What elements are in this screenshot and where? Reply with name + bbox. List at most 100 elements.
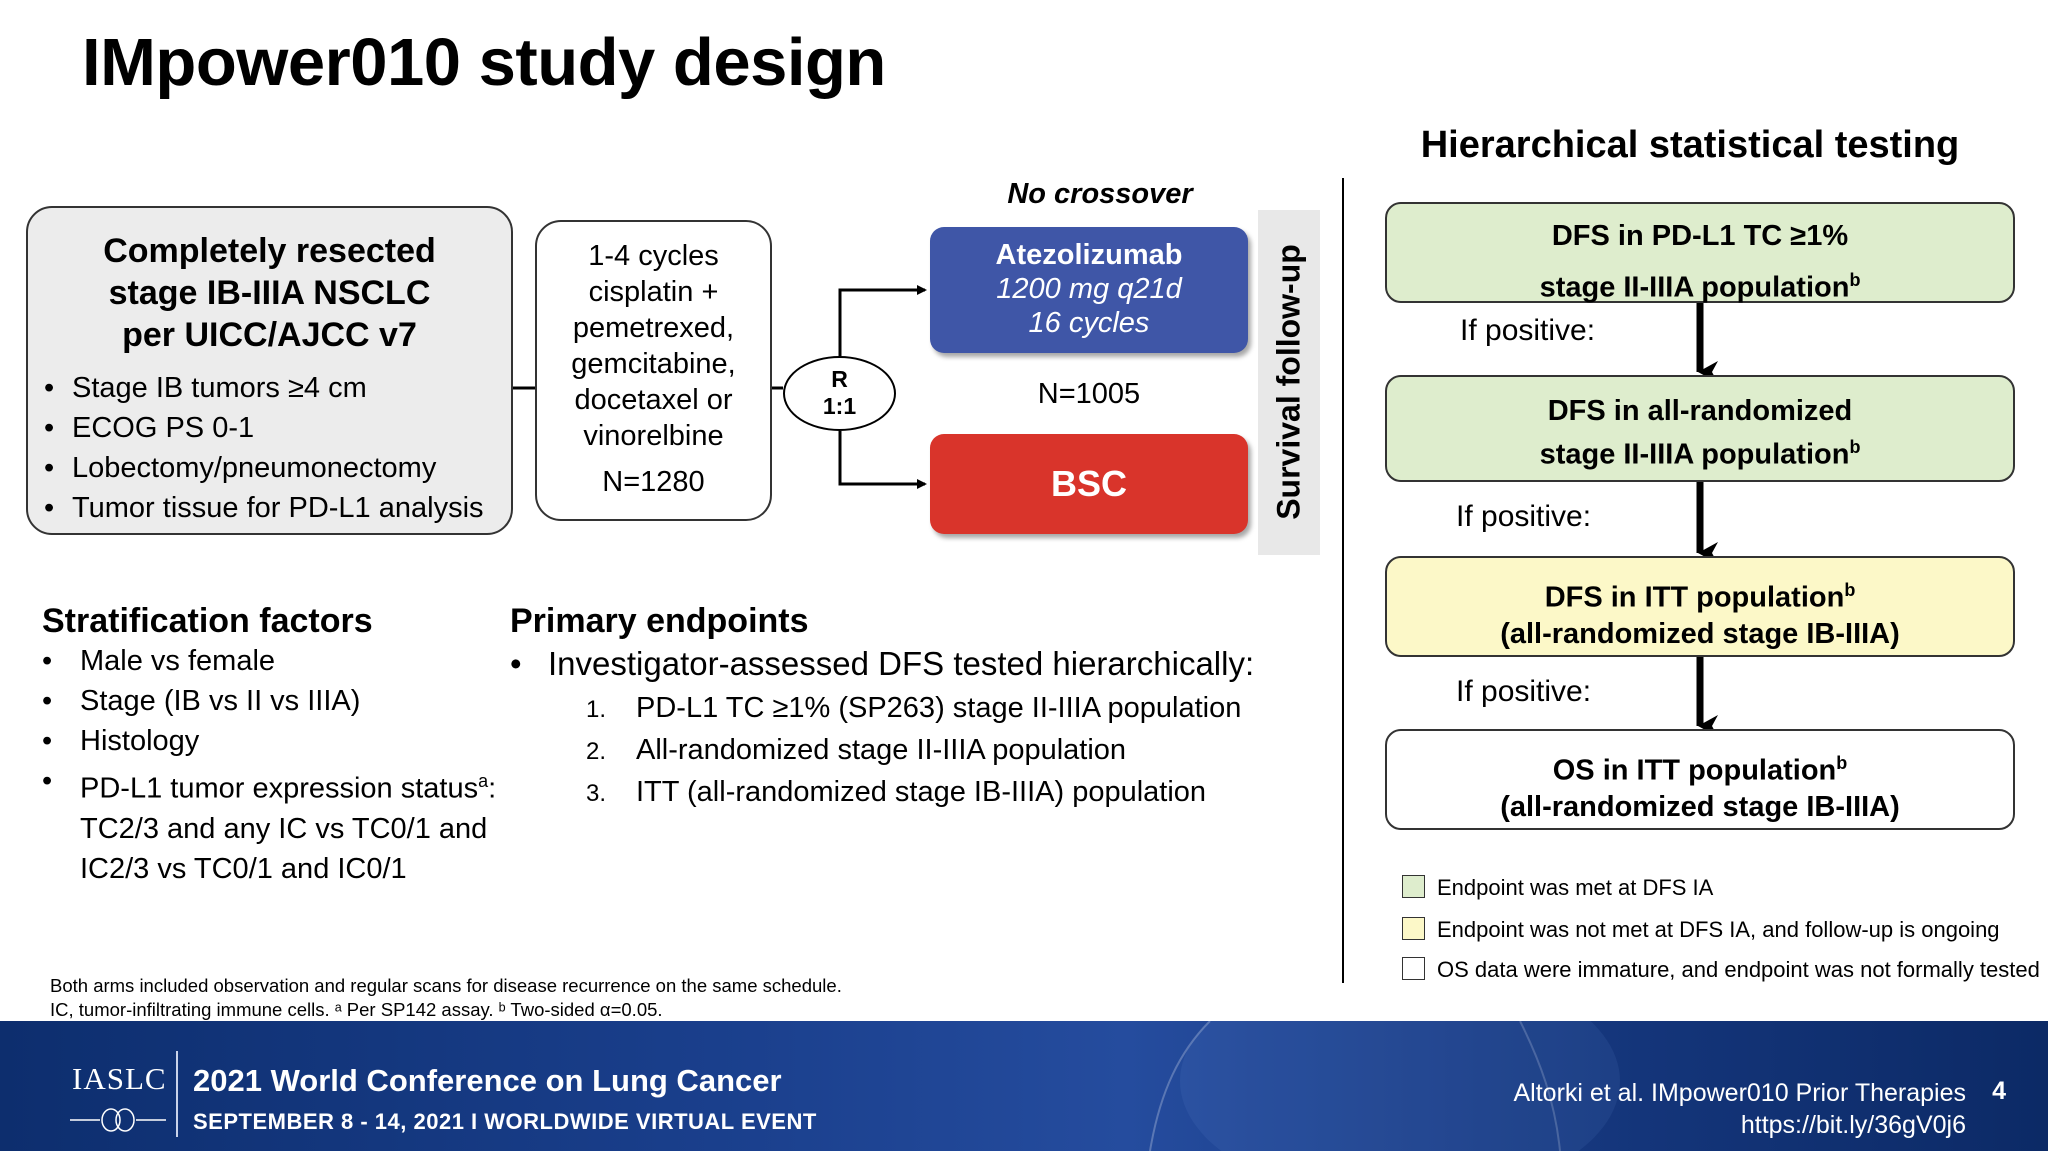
footnotes: Both arms included observation and regul…	[50, 974, 842, 1022]
regimen-line: 1-4 cycles	[588, 240, 719, 272]
conference-banner: IASLC 2021 World Conference on Lung Canc…	[0, 1021, 2048, 1151]
list-item-text: PD-L1 tumor expression status	[80, 772, 479, 805]
if-positive-label: If positive:	[1456, 500, 1592, 533]
list-number: 3.	[586, 780, 607, 807]
atezolizumab-name: Atezolizumab	[995, 239, 1183, 271]
page-title: IMpower010 study design	[82, 25, 886, 100]
arrow-to-bsc	[838, 431, 927, 489]
footnote-line: IC, tumor-infiltrating immune cells. ᵃ P…	[50, 999, 663, 1020]
arrow-to-atezo	[838, 285, 927, 356]
citation-url[interactable]: https://bit.ly/36gV0j6	[1740, 1111, 1966, 1139]
regimen-line: gemcitabine,	[571, 348, 736, 380]
banner-decoration	[1149, 1021, 1620, 1151]
lungs-logo-icon	[70, 1108, 166, 1132]
atezolizumab-dose: 1200 mg q21d	[996, 273, 1182, 305]
footnote-marker: b	[1836, 753, 1848, 773]
list-item-text: All-randomized stage II-IIIA population	[636, 734, 1127, 766]
list-item-continuation: TC2/3 and any IC vs TC0/1 and IC2/3 vs T…	[80, 812, 488, 885]
atezolizumab-arm-box: Atezolizumab 1200 mg q21d 16 cycles	[930, 227, 1248, 353]
hierarchy-box-text: stage II-IIIA population	[1539, 271, 1850, 304]
hierarchy-box-text: DFS in ITT population	[1544, 581, 1845, 614]
list-item: Stage (IB vs II vs IIIA)	[40, 681, 520, 721]
list-item: Male vs female	[40, 641, 520, 681]
list-item-text: ITT (all-randomized stage IB-IIIA) popul…	[636, 776, 1207, 808]
list-number: 1.	[586, 696, 607, 723]
iaslc-logo: IASLC	[72, 1061, 167, 1096]
primary-endpoints-list: 1. PD-L1 TC ≥1% (SP263) stage II-IIIA pop…	[586, 688, 1241, 814]
list-number: 2.	[586, 738, 607, 765]
conference-title: 2021 World Conference on Lung Cancer	[193, 1063, 782, 1098]
conference-subtitle: SEPTEMBER 8 - 14, 2021 I WORLDWIDE VIRTU…	[193, 1109, 817, 1134]
randomization-label: R	[831, 366, 848, 392]
banner-divider	[176, 1051, 178, 1137]
legend-item-not-met: Endpoint was not met at DFS IA, and foll…	[1402, 917, 2000, 943]
no-crossover-label: No crossover	[1007, 178, 1193, 210]
eligibility-title: Completely resected stage IB-IIIA NSCLC …	[28, 230, 511, 356]
list-item-suffix: :	[488, 772, 497, 805]
stratification-list: Male vs female Stage (IB vs II vs IIIA) …	[40, 641, 520, 889]
footnote-marker: b	[1849, 437, 1861, 457]
chemotherapy-regimen: 1-4 cycles cisplatin + pemetrexed, gemci…	[537, 238, 770, 454]
regimen-line: cisplatin +	[588, 276, 719, 308]
stratification-heading: Stratification factors	[42, 602, 373, 640]
hierarchy-box-3: DFS in ITT populationb (all-randomized s…	[1385, 556, 2015, 657]
legend-item-not-tested: OS data were immature, and endpoint was …	[1402, 957, 2040, 983]
eligibility-title-line: per UICC/AJCC v7	[122, 316, 417, 354]
hierarchy-box-line: (all-randomized stage IB-IIIA)	[1500, 790, 1900, 823]
list-item: Histology	[40, 721, 520, 761]
hierarchy-box-4: OS in ITT populationb (all-randomized st…	[1385, 729, 2015, 830]
footnote-marker: b	[1844, 580, 1856, 600]
list-item: 1. PD-L1 TC ≥1% (SP263) stage II-IIIA pop…	[586, 688, 1241, 730]
regimen-line: vinorelbine	[583, 420, 724, 452]
list-item: Stage IB tumors ≥4 cm	[44, 368, 484, 408]
list-item: Tumor tissue for PD-L1 analysis	[44, 488, 484, 528]
list-item: ECOG PS 0-1	[44, 408, 484, 448]
citation-text: Altorki et al. IMpower010 Prior Therapie…	[1513, 1079, 1966, 1107]
list-item: 2. All-randomized stage II-IIIA populatio…	[586, 730, 1241, 772]
regimen-line: docetaxel or	[574, 384, 733, 416]
legend-label: OS data were immature, and endpoint was …	[1437, 957, 2040, 982]
randomization-ratio: 1:1	[822, 393, 857, 419]
hierarchy-box-line: (all-randomized stage IB-IIIA)	[1500, 617, 1900, 650]
survival-followup-band: Survival follow-up	[1258, 210, 1320, 555]
primary-endpoints-heading: Primary endpoints	[510, 602, 809, 640]
list-item: 3. ITT (all-randomized stage IB-IIIA) pop…	[586, 772, 1241, 814]
hierarchy-box-2: DFS in all-randomized stage II-IIIA popu…	[1385, 375, 2015, 482]
page-number: 4	[1992, 1077, 2006, 1105]
survival-followup-label: Survival follow-up	[1270, 244, 1307, 520]
chemotherapy-n: N=1280	[602, 466, 705, 498]
hierarchy-box-line: OS in ITT populationb	[1387, 745, 2013, 789]
legend-swatch	[1402, 957, 1425, 980]
footnote-line: Both arms included observation and regul…	[50, 975, 842, 996]
legend-swatch	[1402, 875, 1425, 898]
if-positive-label: If positive:	[1460, 314, 1596, 347]
eligibility-criteria-list: Stage IB tumors ≥4 cm ECOG PS 0-1 Lobect…	[44, 368, 484, 528]
hierarchy-box-text: OS in ITT population	[1552, 754, 1837, 787]
hierarchy-box-text: stage II-IIIA population	[1539, 438, 1850, 471]
legend-item-met: Endpoint was met at DFS IA	[1402, 875, 1713, 901]
hierarchy-box-1: DFS in PD-L1 TC ≥1% stage II-IIIA popula…	[1385, 202, 2015, 304]
eligibility-title-line: Completely resected	[103, 232, 436, 270]
footnote-marker: a	[478, 771, 489, 791]
legend-swatch	[1402, 917, 1425, 940]
footnote-marker: b	[1849, 270, 1861, 290]
legend-label: Endpoint was met at DFS IA	[1437, 875, 1714, 900]
if-positive-label: If positive:	[1456, 675, 1592, 708]
eligibility-box: Completely resected stage IB-IIIA NSCLC …	[26, 206, 513, 535]
list-item-text: PD-L1 TC ≥1% (SP263) stage II-IIIA popul…	[636, 692, 1242, 724]
vertical-divider	[1342, 178, 1344, 983]
hierarchy-box-line: DFS in all-randomized	[1547, 395, 1853, 427]
hierarchy-box-line: DFS in PD-L1 TC ≥1%	[1551, 220, 1849, 252]
legend-label: Endpoint was not met at DFS IA, and foll…	[1437, 917, 2000, 942]
bsc-arm-box: BSC	[930, 434, 1248, 534]
randomization-node: R 1:1	[783, 356, 896, 431]
hierarchy-box-line: DFS in ITT populationb	[1387, 572, 2013, 616]
primary-endpoints-bullet: Investigator-assessed DFS tested hierarc…	[510, 645, 1254, 683]
eligibility-title-line: stage IB-IIIA NSCLC	[108, 274, 431, 312]
atezolizumab-cycles: 16 cycles	[1028, 307, 1150, 339]
hierarchy-box-line: stage II-IIIA populationb	[1387, 429, 2013, 473]
list-item: Lobectomy/pneumonectomy	[44, 448, 484, 488]
citation: Altorki et al. IMpower010 Prior Therapie…	[1513, 1077, 1966, 1141]
hierarchical-testing-heading: Hierarchical statistical testing	[1420, 124, 1960, 166]
